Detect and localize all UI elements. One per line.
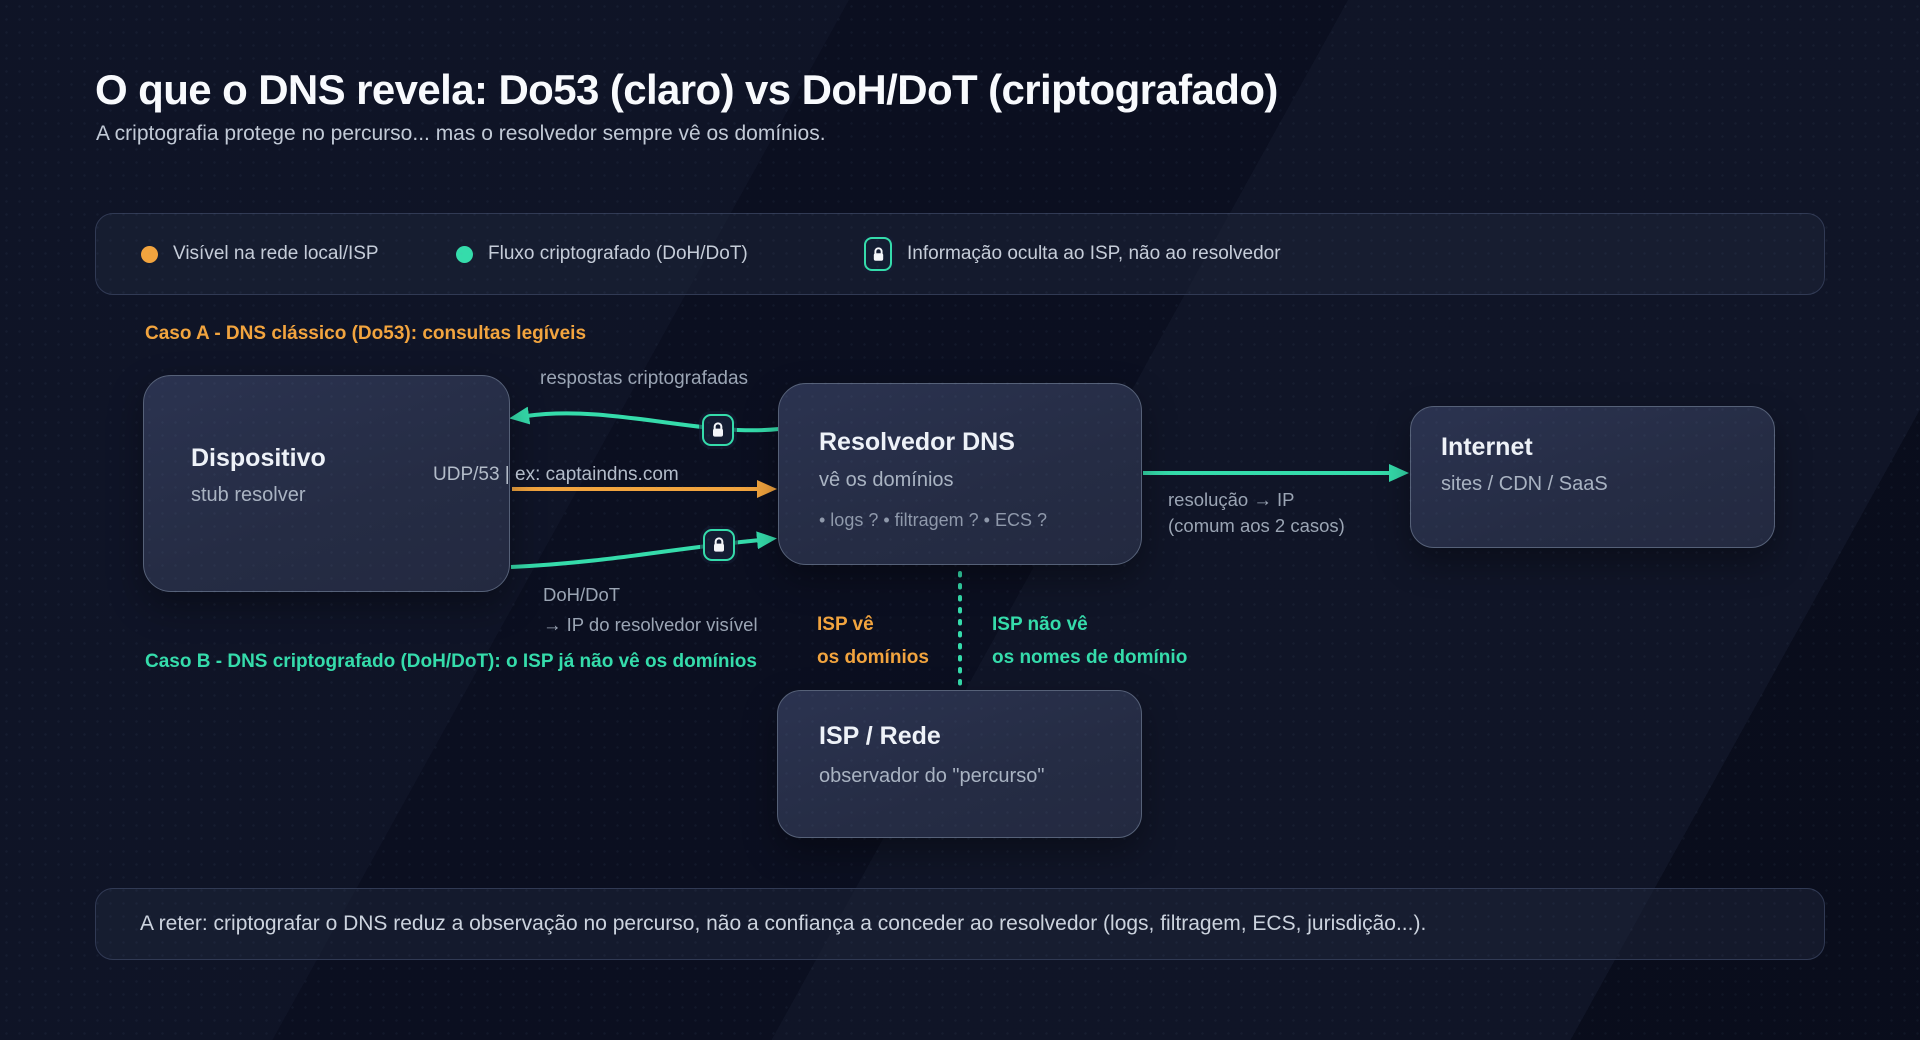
node-device: Dispositivo stub resolver: [143, 375, 510, 592]
case-b-label: Caso B - DNS criptografado (DoH/DoT): o …: [145, 651, 757, 672]
page-title: O que o DNS revela: Do53 (claro) vs DoH/…: [95, 66, 1278, 113]
label-doh-query: DoH/DoT → IP do resolvedor visível: [543, 580, 758, 640]
lock-icon: [703, 529, 735, 561]
page-subtitle: A criptografia protege no percurso... ma…: [96, 122, 826, 145]
edge-encrypted-responses: [509, 406, 780, 433]
takeaway-note: A reter: criptografar o DNS reduz a obse…: [95, 888, 1825, 960]
node-isp: ISP / Rede observador do "percurso": [777, 690, 1142, 838]
legend-item-hidden-info: Informação oculta ao ISP, não ao resolve…: [864, 214, 1281, 294]
label-resolution-line1: resolução → IP: [1168, 489, 1295, 510]
label-isp-not-line2: os nomes de domínio: [992, 647, 1188, 668]
takeaway-text: A reter: criptografar o DNS reduz a obse…: [140, 912, 1427, 935]
legend-label: Visível na rede local/ISP: [173, 243, 379, 264]
legend-label: Fluxo criptografado (DoH/DoT): [488, 243, 748, 264]
node-title: Resolvedor DNS: [819, 428, 1015, 456]
lock-icon: [864, 237, 892, 271]
label-do53-query: UDP/53 | ex: captaindns.com: [433, 464, 679, 485]
label-isp-sees-line2: os domínios: [817, 647, 929, 668]
node-subtitle: stub resolver: [191, 484, 306, 506]
node-subtitle: vê os domínios: [819, 469, 954, 491]
label-isp-sees-line1: ISP vê: [817, 614, 874, 635]
legend-item-visible-isp: Visível na rede local/ISP: [141, 214, 379, 294]
label-doh-line1: DoH/DoT: [543, 584, 621, 605]
label-resolution: resolução → IP (comum aos 2 casos): [1168, 487, 1345, 539]
legend-label: Informação oculta ao ISP, não ao resolve…: [907, 243, 1281, 264]
case-a-label: Caso A - DNS clássico (Do53): consultas …: [145, 323, 587, 344]
label-isp-not-line1: ISP não vê: [992, 614, 1088, 635]
orange-dot-icon: [141, 245, 158, 263]
teal-dot-icon: [456, 245, 473, 263]
label-doh-line2: → IP do resolvedor visível: [543, 614, 758, 635]
label-isp-sees-domains: ISP vê os domínios: [817, 608, 929, 674]
node-subtitle: sites / CDN / SaaS: [1441, 473, 1608, 495]
legend-item-encrypted-flow: Fluxo criptografado (DoH/DoT): [456, 214, 748, 294]
node-subtitle: observador do "percurso": [819, 765, 1045, 787]
node-resolver: Resolvedor DNS vê os domínios • logs ? •…: [778, 383, 1142, 565]
node-title: Dispositivo: [191, 444, 326, 472]
node-title: ISP / Rede: [819, 722, 941, 750]
label-isp-not-see-domains: ISP não vê os nomes de domínio: [992, 608, 1187, 674]
lock-icon: [702, 414, 734, 446]
node-internet: Internet sites / CDN / SaaS: [1410, 406, 1775, 548]
label-encrypted-responses: respostas criptografadas: [540, 368, 749, 389]
label-resolution-line2: (comum aos 2 casos): [1168, 515, 1345, 536]
node-details: • logs ? • filtragem ? • ECS ?: [819, 510, 1047, 530]
node-title: Internet: [1441, 433, 1533, 461]
legend-bar: Visível na rede local/ISP Fluxo criptogr…: [95, 213, 1825, 295]
